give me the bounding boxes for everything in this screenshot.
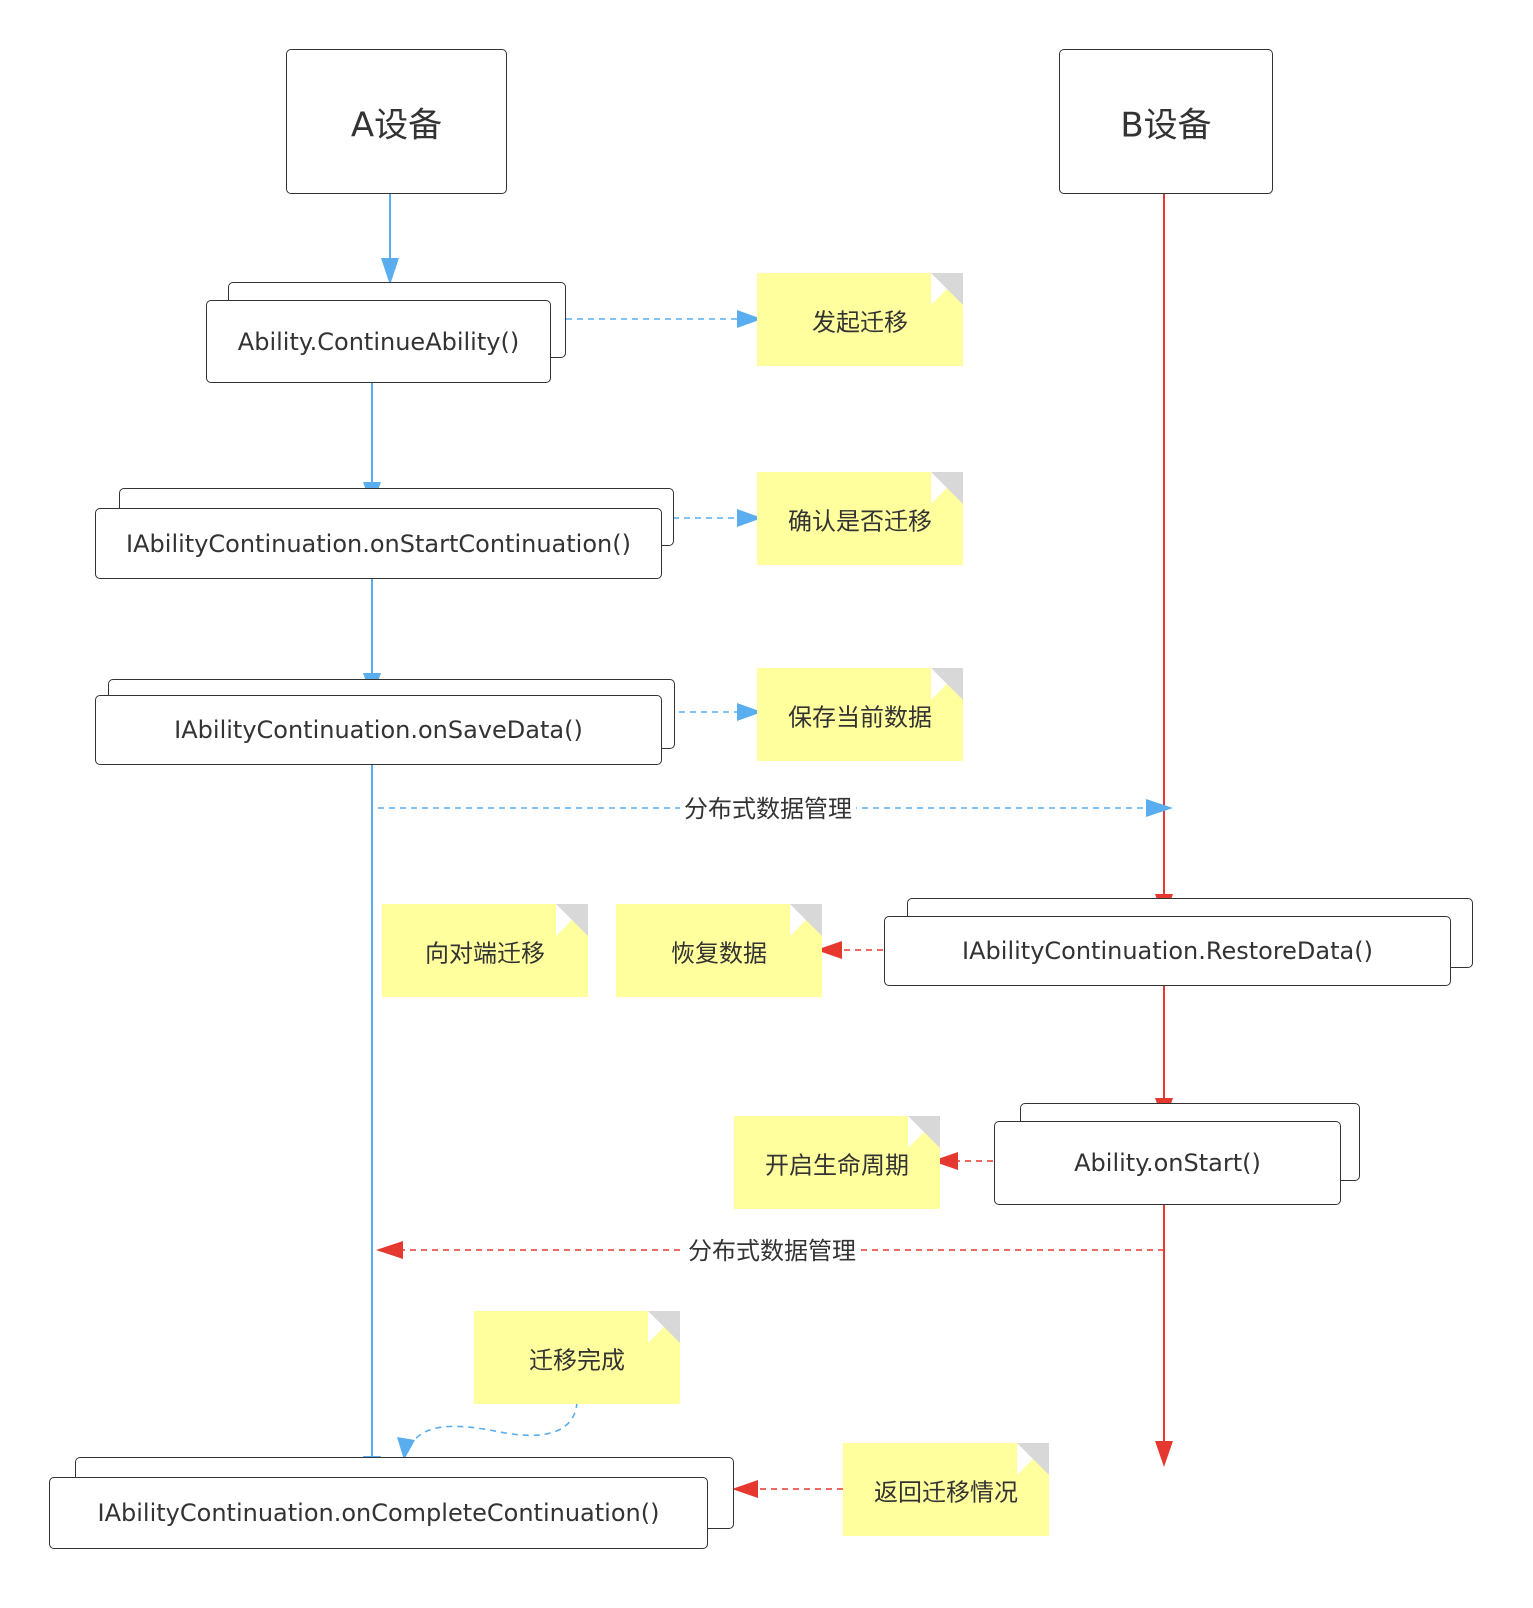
note-restore-data-text: 恢复数据	[671, 939, 767, 967]
connector-complete	[407, 1401, 578, 1453]
continue-ability-label: Ability.ContinueAbility()	[237, 327, 520, 356]
edge-label-b-to-a: 分布式数据管理	[684, 1236, 860, 1266]
note-confirm-migration: 确认是否迁移	[757, 472, 963, 565]
device-a-title: A设备	[350, 105, 443, 145]
note-migration-complete-text: 迁移完成	[529, 1346, 625, 1374]
note-migrate-to-peer: 向对端迁移	[382, 904, 588, 997]
on-start-continuation-label: IAbilityContinuation.onStartContinuation…	[126, 529, 631, 558]
note-fold-shadow	[931, 472, 963, 504]
note-fold-shadow	[931, 668, 963, 700]
note-restore-data: 恢复数据	[616, 904, 822, 997]
connector-lifecycle-arrow	[932, 1152, 958, 1170]
note-fold-shadow	[931, 273, 963, 305]
connector-complete-arrow	[397, 1437, 415, 1460]
on-complete-continuation-label: IAbilityContinuation.onCompleteContinuat…	[97, 1499, 660, 1527]
note-migration-complete: 迁移完成	[474, 1311, 680, 1404]
note-fold-shadow	[648, 1311, 680, 1343]
note-initiate-migration: 发起迁移	[757, 273, 963, 366]
note-fold-shadow	[908, 1116, 940, 1148]
on-start-step: Ability.onStart()	[994, 1121, 1341, 1205]
message-a-to-b-arrow	[1146, 799, 1173, 817]
continue-ability-step: Ability.ContinueAbility()	[206, 300, 551, 383]
edge-label-a-to-b: 分布式数据管理	[680, 794, 856, 824]
on-save-data-step: IAbilityContinuation.onSaveData()	[95, 695, 662, 765]
connector-restore-arrow	[816, 941, 842, 959]
lifeline-a-arrow-1	[381, 258, 399, 285]
note-start-lifecycle-text: 开启生命周期	[765, 1151, 909, 1179]
connector-save-arrow	[737, 703, 762, 721]
device-b-title: B设备	[1120, 105, 1212, 145]
restore-data-label: IAbilityContinuation.RestoreData()	[962, 937, 1373, 965]
note-initiate-migration-text: 发起迁移	[812, 308, 908, 336]
note-fold-shadow	[556, 904, 588, 936]
lifeline-b-arrow-end	[1155, 1441, 1173, 1467]
on-save-data-label: IAbilityContinuation.onSaveData()	[174, 716, 583, 744]
on-complete-continuation-step: IAbilityContinuation.onCompleteContinuat…	[49, 1477, 708, 1549]
note-fold-shadow	[790, 904, 822, 936]
connector-initiate-arrow	[737, 310, 762, 328]
device-a-header: A设备	[286, 49, 507, 194]
restore-data-step: IAbilityContinuation.RestoreData()	[884, 916, 1451, 986]
on-start-continuation-step: IAbilityContinuation.onStartContinuation…	[95, 508, 662, 579]
note-save-current-data-text: 保存当前数据	[788, 703, 932, 731]
note-start-lifecycle: 开启生命周期	[734, 1116, 940, 1209]
connector-return-arrow	[732, 1480, 758, 1498]
note-migrate-to-peer-text: 向对端迁移	[425, 939, 545, 967]
message-b-to-a-arrow	[376, 1241, 403, 1259]
note-fold-shadow	[1017, 1443, 1049, 1475]
connector-confirm-arrow	[737, 509, 762, 527]
note-return-migration-status: 返回迁移情况	[843, 1443, 1049, 1536]
device-b-header: B设备	[1059, 49, 1273, 194]
note-save-current-data: 保存当前数据	[757, 668, 963, 761]
note-return-migration-status-text: 返回迁移情况	[874, 1478, 1018, 1506]
on-start-label: Ability.onStart()	[1074, 1149, 1261, 1177]
note-confirm-migration-text: 确认是否迁移	[788, 507, 932, 535]
